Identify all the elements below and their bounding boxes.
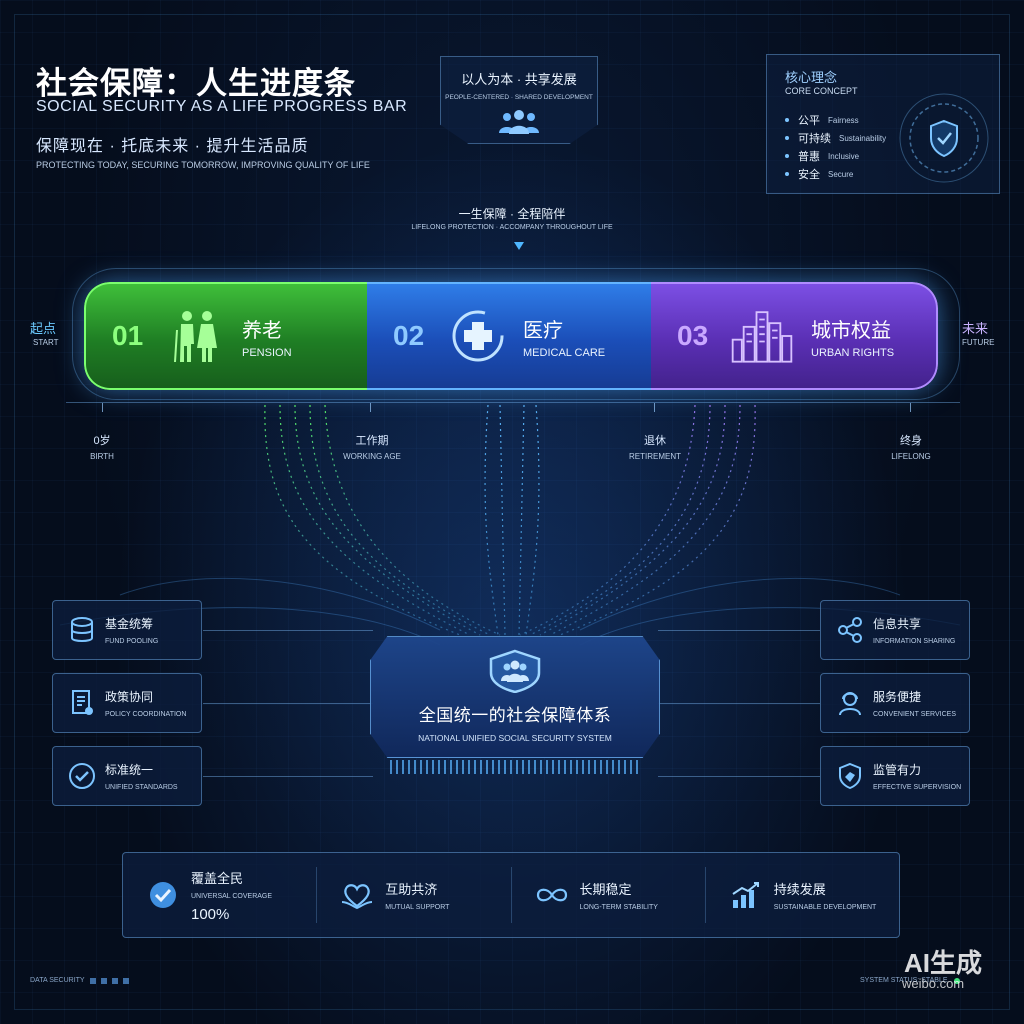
people-centered-label-en: PEOPLE-CENTERED · SHARED DEVELOPMENT [445, 94, 593, 101]
page-subtitle: 保障现在 · 托底未来 · 提升生活品质 [36, 138, 309, 155]
people-centered-label: 以人为本 · 共享发展 [461, 72, 577, 87]
feature-sustainable-development[interactable]: 持续发展 SUSTAINABLE DEVELOPMENT [706, 867, 899, 923]
timeline-axis [66, 402, 960, 403]
footer-system-status: SYSTEM STATUS: STABLE [860, 977, 960, 984]
page-title-en: SOCIAL SECURITY AS A LIFE PROGRESS BAR [36, 98, 408, 115]
feature-universal-coverage[interactable]: 覆盖全民 UNIVERSAL COVERAGE 100% [123, 867, 318, 923]
footer-data-security: DATA SECURITY [30, 977, 129, 984]
life-progress-bar: 01 养老 PENSION 02 医疗 MEDICAL CARE [84, 282, 938, 390]
start-label: 起点 [30, 321, 57, 336]
coverage-value: 100% [191, 905, 230, 923]
segment-title: 医疗 [523, 319, 563, 342]
segment-number: 03 [677, 320, 709, 351]
chip-pins [390, 760, 640, 774]
people-centered-box: 以人为本 · 共享发展 PEOPLE-CENTERED · SHARED DEV… [440, 56, 598, 144]
infinity-icon [532, 885, 572, 905]
segment-title: 养老 [242, 319, 282, 342]
start-label-en: START [33, 338, 59, 347]
status-dot [953, 977, 960, 984]
page-subtitle-en: PROTECTING TODAY, SECURING TOMORROW, IMP… [36, 160, 370, 170]
share-nodes-icon [827, 615, 873, 645]
timeline-tick [370, 403, 371, 412]
shield-people-icon [371, 649, 659, 693]
database-icon [59, 615, 105, 645]
progress-bar-frame [72, 268, 960, 400]
timeline-tick [910, 403, 911, 412]
connector-line [658, 776, 820, 777]
medical-cross-icon [445, 308, 511, 364]
stage-retirement: 退休 RETIREMENT [629, 435, 681, 461]
connector-line [658, 630, 820, 631]
segment-pension[interactable]: 01 养老 PENSION [84, 282, 367, 390]
outer-frame [14, 14, 1010, 1010]
stage-lifelong: 终身 LIFELONG [891, 435, 931, 461]
segment-number: 01 [112, 320, 144, 351]
document-icon [59, 688, 105, 718]
shield-eagle-icon [827, 761, 873, 791]
user-service-icon [827, 688, 873, 718]
city-buildings-icon [729, 306, 795, 366]
lifelong-label-en: LIFELONG PROTECTION · ACCOMPANY THROUGHO… [411, 224, 613, 231]
bottom-features-bar: 覆盖全民 UNIVERSAL COVERAGE 100% 互助共济 MUTUAL… [122, 852, 900, 938]
heart-hands-icon [337, 880, 377, 910]
connector-line [203, 776, 373, 777]
core-concept-title-en: CORE CONCEPT [785, 86, 858, 96]
check-badge-icon [143, 880, 183, 910]
growth-chart-icon [726, 880, 766, 910]
national-system-title: 全国统一的社会保障体系 [418, 706, 612, 725]
segment-title-en: URBAN RIGHTS [811, 346, 895, 359]
watermark: AI生成 [904, 948, 983, 978]
segment-title-en: MEDICAL CARE [523, 346, 606, 359]
core-concept-title: 核心理念 [785, 70, 838, 85]
connector-line [203, 630, 373, 631]
page-title: 社会保障：人生进度条 [36, 66, 356, 101]
connector-line [658, 703, 820, 704]
people-group-icon [441, 109, 597, 140]
segment-medical-care[interactable]: 02 医疗 MEDICAL CARE [367, 282, 651, 390]
segment-title: 城市权益 [811, 319, 891, 342]
segment-title-en: PENSION [242, 346, 292, 359]
feature-mutual-support[interactable]: 互助共济 MUTUAL SUPPORT [317, 867, 512, 923]
watermark-url: weibo.com [902, 976, 965, 991]
data-streams-graphic [59, 404, 961, 646]
stage-working-age: 工作期 WORKING AGE [343, 435, 401, 461]
segment-number: 02 [393, 320, 425, 351]
shield-check-icon [897, 91, 991, 190]
stage-birth: 0岁 BIRTH [90, 435, 114, 461]
future-label-en: FUTURE [962, 338, 995, 347]
down-arrow-icon [514, 242, 524, 250]
national-system-chip[interactable]: 全国统一的社会保障体系 NATIONAL UNIFIED SOCIAL SECU… [370, 636, 660, 758]
timeline-tick [102, 403, 103, 412]
connector-line [203, 703, 373, 704]
lifelong-label: 一生保障 · 全程陪伴 [458, 207, 566, 221]
timeline-tick [654, 403, 655, 412]
elderly-couple-icon [164, 306, 230, 366]
check-circle-icon [59, 761, 105, 791]
future-label: 未来 [962, 321, 989, 336]
segment-urban-rights[interactable]: 03 城市权益 URBAN RIGHTS [651, 282, 938, 390]
feature-long-term-stability[interactable]: 长期稳定 LONG-TERM STABILITY [512, 867, 706, 923]
national-system-title-en: NATIONAL UNIFIED SOCIAL SECURITY SYSTEM [418, 733, 612, 743]
